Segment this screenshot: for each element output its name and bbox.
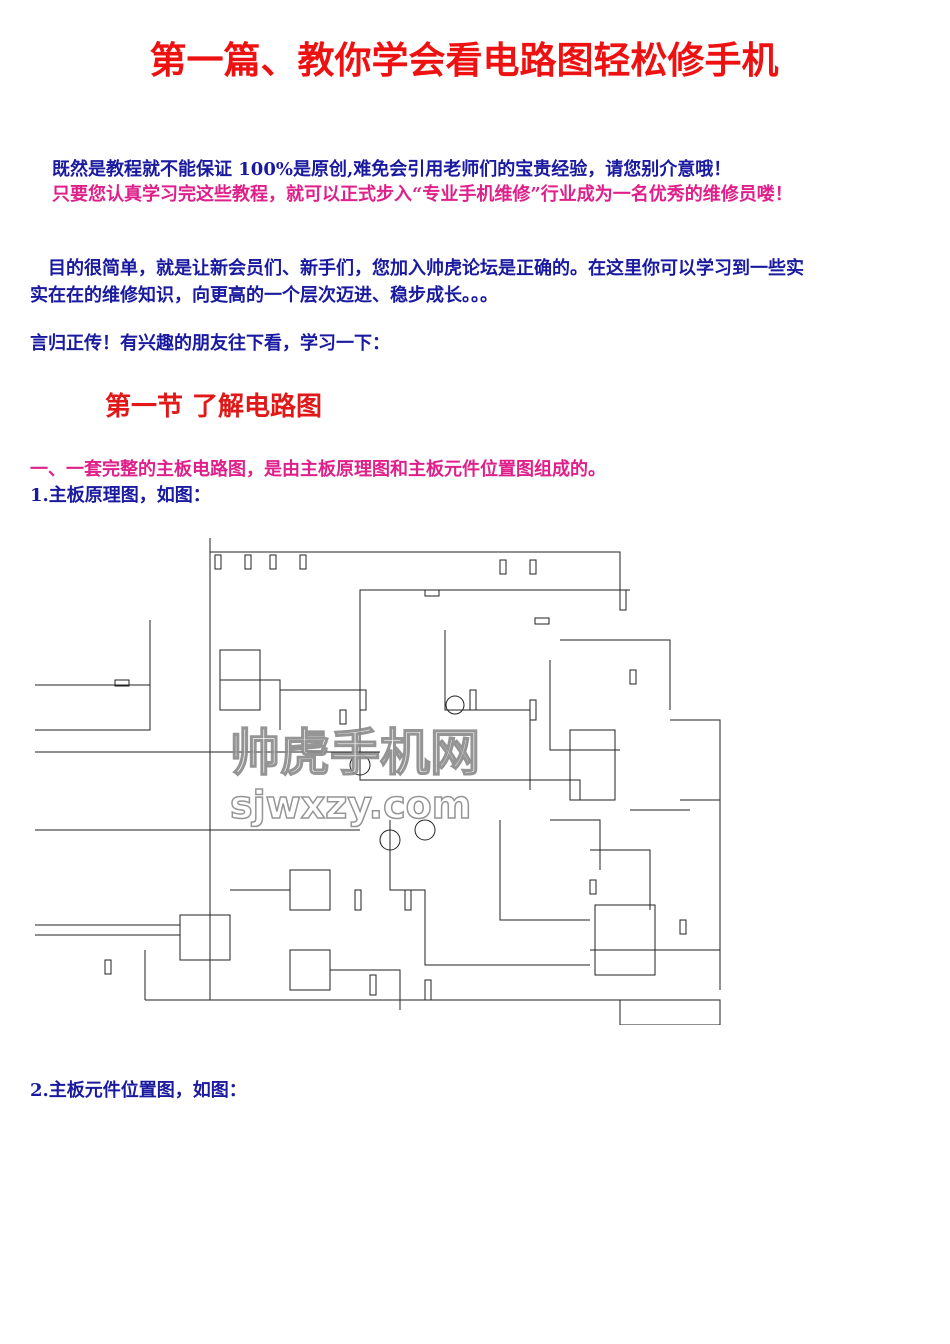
section-heading: 第一节 了解电路图	[105, 392, 323, 422]
intro-line-2: 只要您认真学习完这些教程，就可以正式步入“专业手机维修”行业成为一名优秀的维修员…	[52, 184, 793, 205]
item-2-heading: 2.主板元件位置图，如图：	[30, 1080, 247, 1101]
watermark-line-1: 帅虎手机网	[230, 724, 480, 782]
item-1-subheading: 1.主板原理图，如图：	[30, 485, 211, 506]
intro-line-1: 既然是教程就不能保证 100%是原创,难免会引用老师们的宝贵经验，请您别介意哦！	[52, 159, 732, 180]
paragraph-1-line-1: 目的很简单，就是让新会员们、新手们，您加入帅虎论坛是正确的。在这里你可以学习到一…	[48, 258, 804, 279]
item-1-heading: 一、一套完整的主板电路图，是由主板原理图和主板元件位置图组成的。	[30, 459, 606, 480]
paragraph-1-line-2: 实在在的维修知识，向更高的一个层次迈进、稳步成长。。。	[30, 285, 498, 306]
document-title: 第一篇、教你学会看电路图轻松修手机	[149, 38, 779, 82]
paragraph-2: 言归正传！有兴趣的朋友往下看，学习一下：	[30, 333, 390, 354]
watermark-line-2: sjwxzy.com	[230, 783, 471, 827]
schematic-diagram: 帅虎手机网 sjwxzy.com	[35, 538, 721, 1025]
